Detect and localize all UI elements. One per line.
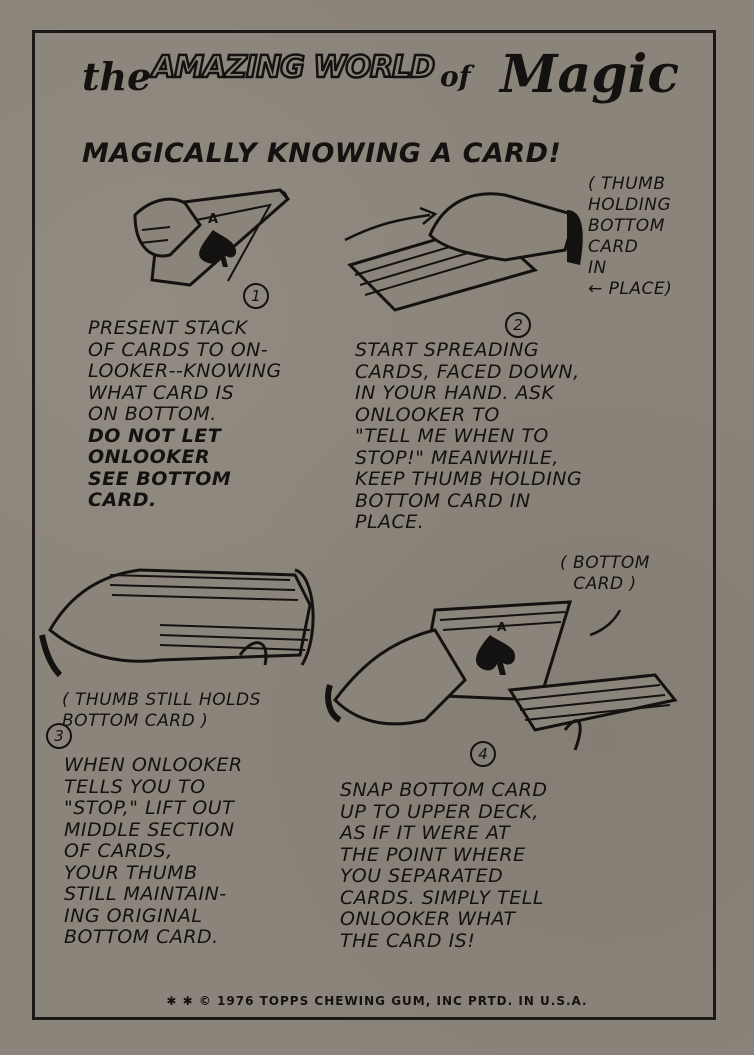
step-1-emphasis: DO NOT LET ONLOOKER SEE BOTTOM CARD. (88, 424, 232, 511)
illustration-step-1 (133, 188, 291, 287)
card-ace-label: A (208, 212, 219, 227)
title-of: of (440, 60, 471, 93)
step-1-number: 1 (243, 283, 269, 309)
title-amazing-world: AMAZING WORLD (151, 49, 437, 87)
illustration-step-3 (39, 568, 315, 678)
note-thumb-holding: ( THUMB HOLDING BOTTOM CARD IN ← PLACE) (588, 174, 673, 299)
step-1-text: PRESENT STACK OF CARDS TO ON- LOOKER--KN… (88, 317, 282, 512)
step-2-number: 2 (505, 312, 531, 338)
step-4-number: 4 (470, 741, 496, 767)
step-4-text: SNAP BOTTOM CARD UP TO UPPER DECK, AS IF… (340, 779, 548, 952)
illustration-step-4 (325, 600, 678, 751)
step-2-text: START SPREADING CARDS, FACED DOWN, IN YO… (355, 339, 583, 533)
note-thumb-still: ( THUMB STILL HOLDS BOTTOM CARD ) (62, 690, 261, 731)
card-border (32, 30, 716, 1020)
step-3-number: 3 (46, 723, 72, 749)
title-the: the (82, 54, 152, 99)
illustration-step-2 (344, 192, 583, 312)
card-title: the AMAZING WORLD of Magic (60, 44, 700, 118)
step-3-text: WHEN ONLOOKER TELLS YOU TO "STOP," LIFT … (64, 754, 243, 948)
title-magic: Magic (500, 44, 680, 105)
step-1-body: PRESENT STACK OF CARDS TO ON- LOOKER--KN… (88, 317, 282, 425)
copyright-footer: ✱ ✱ © 1976 TOPPS CHEWING GUM, INC PRTD. … (166, 994, 588, 1008)
headline: MAGICALLY KNOWING A CARD! (82, 138, 562, 169)
card-ace-label-4: A (497, 620, 507, 634)
note-bottom-card: ( BOTTOM CARD ) (560, 553, 650, 594)
